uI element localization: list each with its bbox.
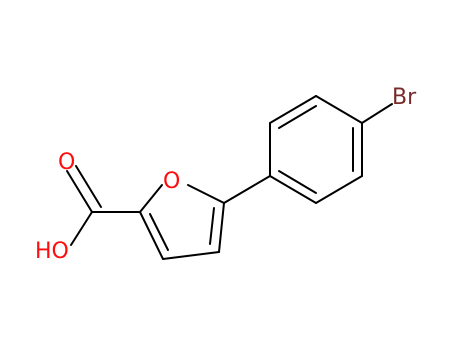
ring-oxygen-label: O <box>163 169 180 194</box>
bond-furan-c5-o <box>187 184 225 204</box>
hydroxyl-label: HO <box>35 239 69 264</box>
bond-c-oh <box>70 211 93 246</box>
bromine-label: Br <box>392 85 417 110</box>
bond-carbonyl-2 <box>75 165 102 208</box>
bond-phenyl-inner-3 <box>278 170 317 194</box>
bond-phenyl-5 <box>269 175 317 204</box>
bond-phenyl-furan <box>223 175 271 204</box>
bond-furan-c3-c4 <box>162 251 220 260</box>
bond-furan-inner-1 <box>149 213 169 251</box>
bond-phenyl-4 <box>315 175 363 204</box>
carbonyl-oxygen-label: O <box>58 150 75 175</box>
bond-phenyl-inner-1 <box>278 105 317 129</box>
bond-furan-inner-2 <box>209 207 215 245</box>
bond-furan-c2-c3 <box>139 211 164 260</box>
bond-c-br <box>361 103 393 124</box>
bond-furan-o-c2 <box>139 184 163 213</box>
bond-phenyl-1 <box>269 95 317 124</box>
bond-furan-c4-c5 <box>218 202 225 253</box>
bond-phenyl-2 <box>315 95 363 124</box>
bond-carbonyl-1 <box>66 170 93 213</box>
